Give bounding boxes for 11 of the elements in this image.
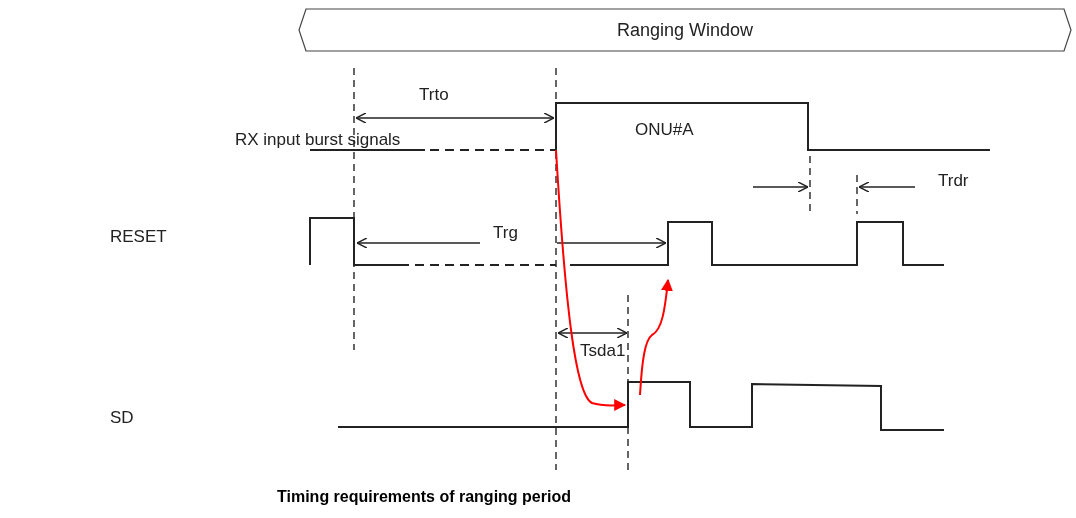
signal-label: ONU#A [635,121,694,140]
timing-label: Trg [493,224,518,243]
signal-name: RESET [110,228,167,247]
window-banner [298,8,1072,52]
signal-name: SD [110,409,134,428]
timing-label: Tsda1 [580,342,626,361]
timing-label: Trdr [938,172,969,191]
timing-label: Trto [419,86,449,105]
caption: Timing requirements of ranging period [277,488,571,506]
banner-title: Ranging Window [616,19,754,41]
signal-name: RX input burst signals [235,131,401,150]
